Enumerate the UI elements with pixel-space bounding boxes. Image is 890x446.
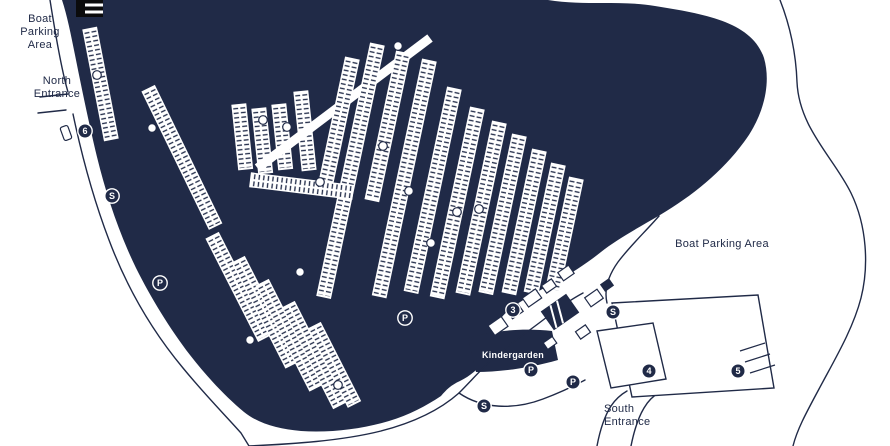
svg-text:5: 5 (735, 366, 740, 376)
pier (281, 300, 347, 410)
svg-text:P: P (402, 313, 408, 323)
pier-marker (452, 207, 462, 217)
badge-s: S (476, 398, 492, 414)
logo-fragment (76, 0, 103, 17)
building (574, 324, 592, 340)
badge-6: 6 (77, 123, 93, 139)
label-kindergarden: Kindergarden (482, 350, 544, 360)
coast-left (49, 0, 250, 446)
badge-p: P (565, 374, 581, 390)
pier-marker (258, 115, 268, 125)
pier-markers-layer (92, 41, 484, 390)
badge-p: P (523, 362, 539, 378)
pier (544, 176, 584, 294)
pier (255, 278, 323, 392)
pier-marker (378, 141, 388, 151)
pier-marker (404, 186, 414, 196)
badge-4: 4 (641, 363, 657, 379)
building (540, 278, 558, 294)
pier (307, 321, 362, 408)
svg-text:P: P (528, 365, 534, 375)
piers (82, 26, 584, 410)
svg-text:S: S (481, 401, 487, 411)
pier-marker (92, 70, 102, 80)
svg-text:4: 4 (646, 366, 651, 376)
pier-marker (333, 380, 343, 390)
pier (205, 231, 272, 342)
pier (371, 58, 437, 299)
building (599, 278, 615, 292)
pier (249, 172, 355, 200)
pier (82, 26, 119, 142)
pier (523, 162, 566, 295)
pier-marker (393, 41, 403, 51)
coast-right-outer (779, 0, 867, 446)
building (521, 288, 543, 308)
pier-marker (245, 335, 255, 345)
pier (501, 148, 547, 296)
svg-text:P: P (157, 278, 163, 288)
pier (478, 133, 527, 296)
pier-marker (315, 177, 325, 187)
pier (231, 103, 254, 171)
pier (429, 106, 485, 300)
svg-text:S: S (610, 307, 616, 317)
north-entrance-structure (59, 125, 73, 141)
pier (364, 50, 411, 203)
kindergarden-building (540, 293, 580, 331)
pier (403, 86, 462, 295)
pier-marker (295, 267, 305, 277)
badge-s: S (104, 188, 120, 204)
pier-marker (282, 122, 292, 132)
svg-text:S: S (109, 191, 115, 201)
building (583, 288, 605, 308)
buildings (59, 125, 615, 351)
badge-5: 5 (730, 363, 746, 379)
svg-text:3: 3 (510, 305, 515, 315)
badge-p: P (152, 275, 168, 291)
pier-marker (474, 204, 484, 214)
pier (141, 84, 223, 230)
building (487, 315, 509, 337)
svg-text:6: 6 (82, 126, 87, 136)
pier (231, 255, 299, 369)
boat-parking-lot-small (596, 322, 667, 389)
south-entrance-road-left (596, 390, 628, 446)
pier (316, 42, 385, 299)
badge-s: S (605, 304, 621, 320)
building (542, 335, 558, 351)
building (556, 264, 576, 282)
parking-hatch (739, 342, 776, 374)
badge-3: 3 (505, 302, 521, 318)
badge-p: P (397, 310, 413, 326)
pier-marker (426, 238, 436, 248)
pier-marker (147, 123, 157, 133)
svg-text:P: P (570, 377, 576, 387)
pier (316, 56, 360, 196)
north-entrance-road (37, 93, 69, 114)
shore-road-right (605, 215, 660, 304)
label-boat-parking-right: Boat Parking Area (675, 238, 769, 250)
